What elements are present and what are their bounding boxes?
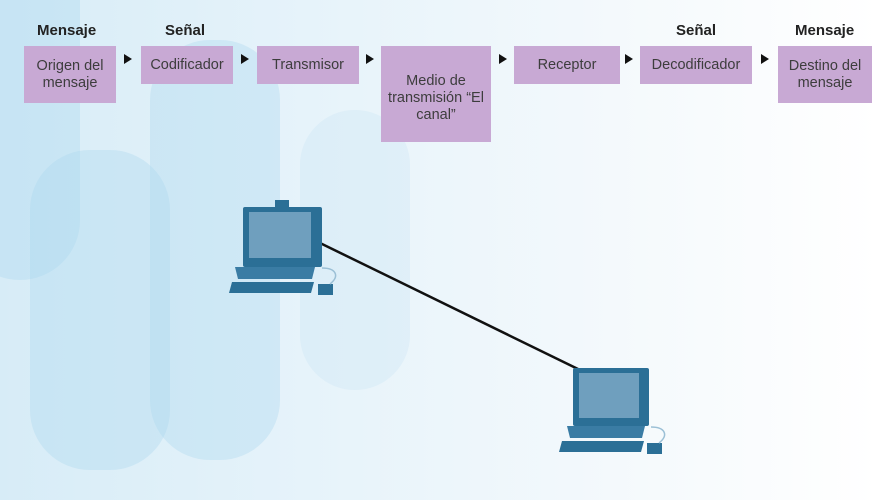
label-message-source: Mensaje <box>37 22 97 39</box>
computer-icon-sender <box>229 200 337 295</box>
arrow-icon <box>124 54 132 64</box>
label-message-destination: Mensaje <box>795 22 855 39</box>
arrow-icon <box>761 54 769 64</box>
label-signal-left: Señal <box>165 22 206 39</box>
box-encoder: Codificador <box>141 46 233 84</box>
box-message-source: Origen del mensaje <box>24 46 116 103</box>
arrow-icon <box>625 54 633 64</box>
computer-icon-receiver <box>559 368 666 454</box>
network-link <box>319 241 581 372</box>
box-transmitter: Transmisor <box>257 46 359 84</box>
box-message-destination: Destino del mensaje <box>778 46 872 103</box>
arrow-icon <box>366 54 374 64</box>
box-decoder: Decodificador <box>640 46 752 84</box>
arrow-icon <box>241 54 249 64</box>
box-receiver: Receptor <box>514 46 620 84</box>
arrow-icon <box>499 54 507 64</box>
background-shape <box>30 150 170 470</box>
box-transmission-medium: Medio de transmisión “El canal” <box>381 46 491 142</box>
label-signal-right: Señal <box>676 22 717 39</box>
